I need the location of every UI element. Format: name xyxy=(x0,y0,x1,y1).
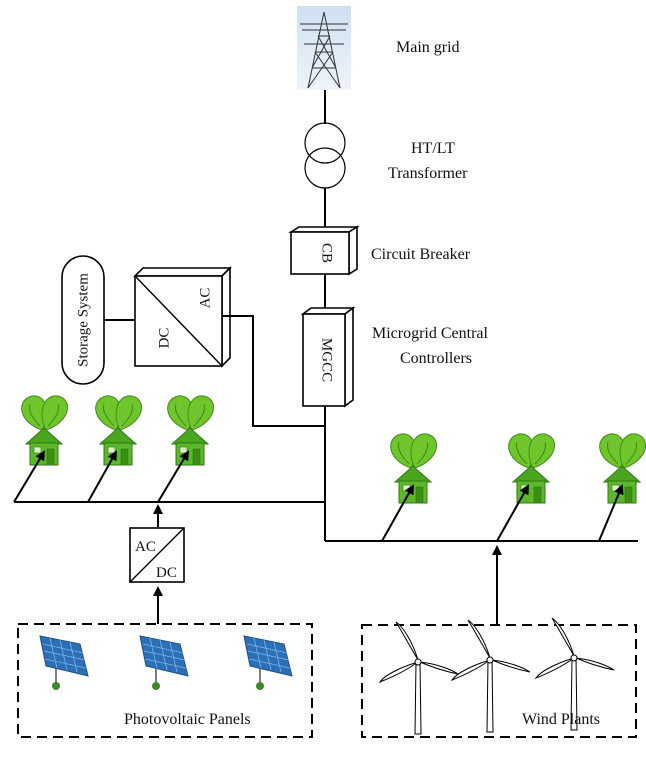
solar-panel-icon xyxy=(243,635,293,691)
wind-plants-group xyxy=(361,624,637,738)
circuit-breaker-label: Circuit Breaker xyxy=(371,246,471,263)
mgcc-label-line2: Controllers xyxy=(400,350,472,367)
solar-panel-icon xyxy=(39,635,89,691)
eco-house-icon xyxy=(389,432,438,504)
transformer-icon xyxy=(304,122,346,189)
storage-text: Storage System xyxy=(75,273,91,367)
transformer-label-line2: Transformer xyxy=(388,165,468,182)
dcac-dc-text: DC xyxy=(156,328,172,349)
main-grid-label: Main grid xyxy=(396,39,460,56)
wind-turbine-icon xyxy=(379,621,459,735)
cb-text: CB xyxy=(319,243,335,263)
arrow-left-house-3 xyxy=(157,450,190,503)
main-grid-tower-icon xyxy=(297,6,351,90)
pv-panels-label: Photovoltaic Panels xyxy=(124,711,251,728)
mgcc-box: MGCC xyxy=(300,306,356,408)
arrow-left-house-2 xyxy=(87,450,117,503)
acdc-converter-box: AC DC xyxy=(129,527,185,583)
transformer-label-line1: HT/LT xyxy=(411,140,455,157)
dcac-ac-text: AC xyxy=(197,288,213,309)
wire-converter-bus xyxy=(222,315,325,427)
dcac-converter-box: DC AC xyxy=(133,266,232,368)
eco-house-icon xyxy=(166,394,215,466)
acdc-dc-text: DC xyxy=(156,565,177,581)
arrow-right-house-1 xyxy=(381,484,414,542)
wind-plants-label: Wind Plants xyxy=(522,711,600,728)
circuit-breaker-box: CB xyxy=(288,225,360,276)
arrow-right-house-2 xyxy=(496,484,529,542)
pv-panels-group xyxy=(17,623,313,738)
solar-panel-icon xyxy=(139,635,189,691)
eco-house-icon xyxy=(507,432,556,504)
eco-house-icon xyxy=(598,432,646,504)
eco-house-icon xyxy=(94,394,143,466)
storage-system-box: Storage System xyxy=(61,255,105,385)
mgcc-text: MGCC xyxy=(319,338,335,382)
arrow-right-house-3 xyxy=(598,484,624,542)
arrow-left-house-1 xyxy=(13,450,46,503)
wind-turbine-icon xyxy=(451,619,531,733)
eco-house-icon xyxy=(20,394,69,466)
mgcc-label-line1: Microgrid Central xyxy=(372,325,489,342)
acdc-ac-text: AC xyxy=(135,539,156,555)
